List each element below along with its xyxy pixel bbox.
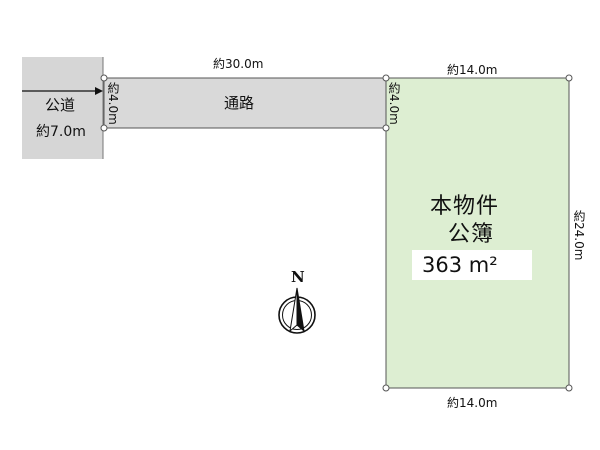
property-register-label: 公簿 [448,222,495,247]
corner-marker [565,74,573,82]
property-top-width-label: 約14.0m [447,63,498,77]
corner-marker [382,74,390,82]
property-bottom-width-label: 約14.0m [447,396,498,410]
public-road-label: 公道 [45,96,76,114]
corner-marker [100,124,108,132]
access-arrow-head [95,87,103,95]
property-area [385,77,570,389]
property-title: 本物件 [430,194,500,219]
passage-label: 通路 [224,94,255,112]
area-highlight [412,250,532,280]
corner-marker [382,124,390,132]
north-label: N [291,268,305,286]
corner-marker [565,384,573,392]
public-road-area [22,57,103,159]
passage-length-label: 約30.0m [213,57,264,71]
passage-left-width-label: 約4.0m [106,82,120,125]
property-area-value: 363 m² [422,253,498,277]
passage-right-width-label: 約4.0m [387,82,401,125]
north-compass-icon [278,287,316,334]
corner-marker [100,74,108,82]
public-road-width-label: 約7.0m [36,124,86,140]
passage-area [103,77,387,129]
property-depth-label: 約24.0m [572,210,586,261]
corner-marker [382,384,390,392]
